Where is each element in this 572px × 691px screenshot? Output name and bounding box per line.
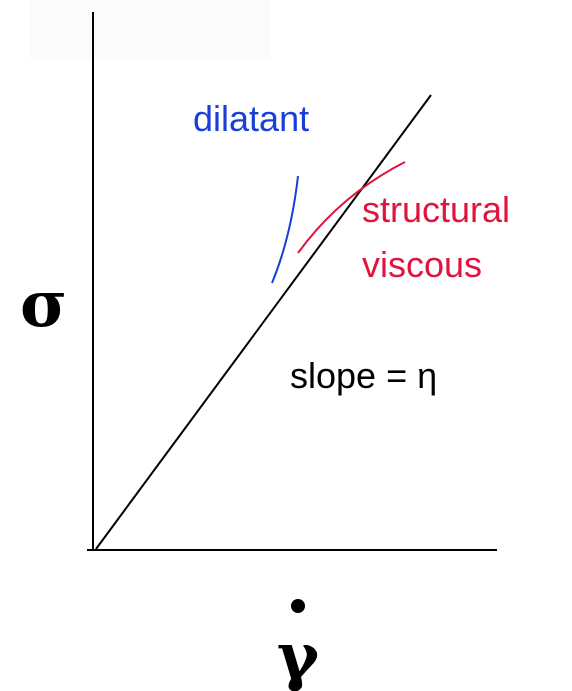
structural-viscous-curve [297,161,406,254]
dilatant-curve [271,175,299,284]
slope-label: slope = η [290,355,437,396]
dilatant-label: dilatant [193,98,309,139]
newtonian-line [95,94,432,550]
gamma-dot [291,599,305,613]
sigma-axis-label: σ [20,267,67,342]
gamma-axis-label: γ [277,619,320,691]
viscous-label: viscous [362,244,482,285]
faint-background-mark [30,0,270,60]
structural-label: structural [362,189,510,230]
